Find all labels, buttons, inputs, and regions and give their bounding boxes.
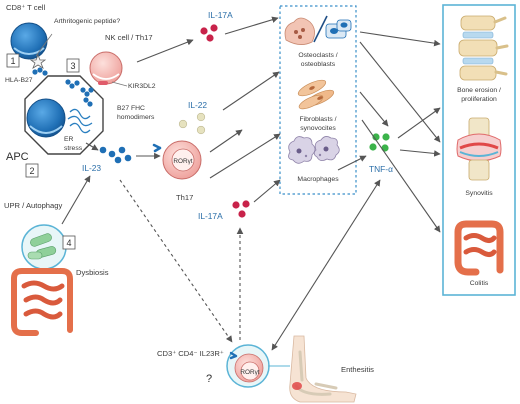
dysbiosis-label: Dysbiosis [76, 268, 109, 277]
synovitis-label: Synovitis [465, 190, 493, 197]
apc-label: APC [6, 151, 29, 163]
peptide-pointer-line [35, 33, 53, 57]
arrow-tnf-to-synovitis [399, 149, 441, 157]
arrow-th17-to-fibroblasts [209, 133, 281, 179]
fibroblasts-label-2: synovocites [300, 125, 336, 132]
entheseal-t-cell-icon [226, 344, 270, 388]
step-1-number: 1 [10, 56, 15, 66]
upr-autophagy-label: UPR / Autophagy [4, 201, 62, 210]
step-3-box [66, 58, 80, 73]
dashed-arrow-il23-to-enthesis [119, 179, 233, 343]
step-2-box [25, 163, 39, 178]
il17a-mid-label: IL-17A [198, 211, 223, 221]
il17a-top-label: IL-17A [208, 10, 233, 20]
arrow-fibro-to-colitis [361, 119, 441, 233]
il22-label: IL-22 [188, 100, 207, 110]
er-stress-label-2: stress [64, 145, 83, 152]
colon-icon [454, 220, 504, 276]
tnf-alpha-dots [369, 133, 390, 152]
intestine-icon [11, 268, 73, 336]
il23-label: IL-23 [82, 163, 101, 173]
step-1-box [6, 53, 20, 68]
b27-fhc-label-2: homodimers [117, 114, 155, 121]
step-3-number: 3 [70, 61, 75, 71]
step-4-number: 4 [66, 238, 71, 248]
osteoclast-icon [284, 15, 352, 45]
bone-erosion-label-1: Bone erosion / [457, 87, 501, 94]
er-stress-label-1: ER [64, 136, 74, 143]
arrow-th17-to-il22 [209, 129, 243, 153]
er-icon [67, 108, 93, 134]
roryt-bottom-label: RORγt [240, 369, 259, 376]
kir3dl2-label: KIR3DL2 [128, 83, 156, 90]
arrow-target-to-bone [359, 31, 441, 47]
step-4-box [62, 235, 76, 250]
arrow-apc-to-il23 [85, 142, 99, 151]
arrow-osteo-to-synovitis [359, 41, 441, 143]
roryt-th17-label: RORγt [173, 158, 192, 165]
arrow-tnf-to-bone [397, 107, 441, 139]
bone-erosion-label-2: proliferation [461, 96, 497, 103]
star-peptide-icon [29, 53, 47, 69]
macrophage-icon [288, 136, 340, 164]
magnifier-bacteria-icon [21, 224, 67, 270]
arrow-il17a-to-osteoclasts [224, 16, 279, 35]
macrophages-label: Macrophages [297, 176, 339, 183]
tnf-alpha-label: TNF-α [369, 164, 393, 174]
nk-th17-label: NK cell / Th17 [105, 33, 153, 42]
arrow-il22-to-target [222, 71, 280, 111]
arthritogenic-peptide-label: Arthritogenic peptide? [54, 18, 120, 25]
fibroblast-icon [297, 79, 335, 110]
arrow-macrophages-to-tnf [337, 155, 367, 171]
foot-enthesis-icon [289, 335, 357, 403]
b27-fhc-label-1: B27 FHC [117, 105, 145, 112]
knee-joint-icon [456, 117, 502, 181]
hla-b27-label: HLA-B27 [5, 77, 33, 84]
il17a-mid-dots [232, 200, 250, 218]
nk-cell-icon [89, 51, 123, 85]
enthesitis-label: Enthesitis [341, 365, 374, 374]
il17a-top-dots [200, 24, 218, 42]
colitis-label: Colitis [470, 280, 489, 287]
cd3-cd4-il23r-label: CD3⁺ CD4⁻ IL23R⁺ [157, 349, 224, 358]
arrow-il17a-to-macrophages [253, 179, 281, 203]
th17-label: Th17 [176, 193, 193, 202]
t-cell-icon [10, 22, 48, 60]
spine-icon [458, 15, 509, 81]
osteoclasts-label-1: Osteoclasts / [298, 52, 337, 59]
arrow-dysbiosis-to-apc [61, 175, 91, 225]
il22-dots [178, 112, 206, 135]
th17-cell-icon [152, 140, 202, 180]
fibroblasts-label-1: Fibroblasts / [299, 116, 336, 123]
question-mark: ? [206, 373, 212, 385]
arrow-nk-to-il17a [136, 39, 194, 63]
il23-dots [99, 146, 132, 164]
osteoclasts-label-2: osteoblasts [301, 61, 336, 68]
step-2-number: 2 [29, 166, 34, 176]
apc-nucleus [26, 98, 66, 138]
arrow-tnf-enthesis [271, 179, 381, 351]
kir3dl2-receptor [98, 81, 108, 85]
hla-b27-molecules [32, 67, 94, 107]
arrows [61, 16, 441, 351]
cd8-t-cell-label: CD8⁺ T cell [6, 3, 45, 12]
arrow-fibroblasts-to-tnf [359, 91, 389, 127]
